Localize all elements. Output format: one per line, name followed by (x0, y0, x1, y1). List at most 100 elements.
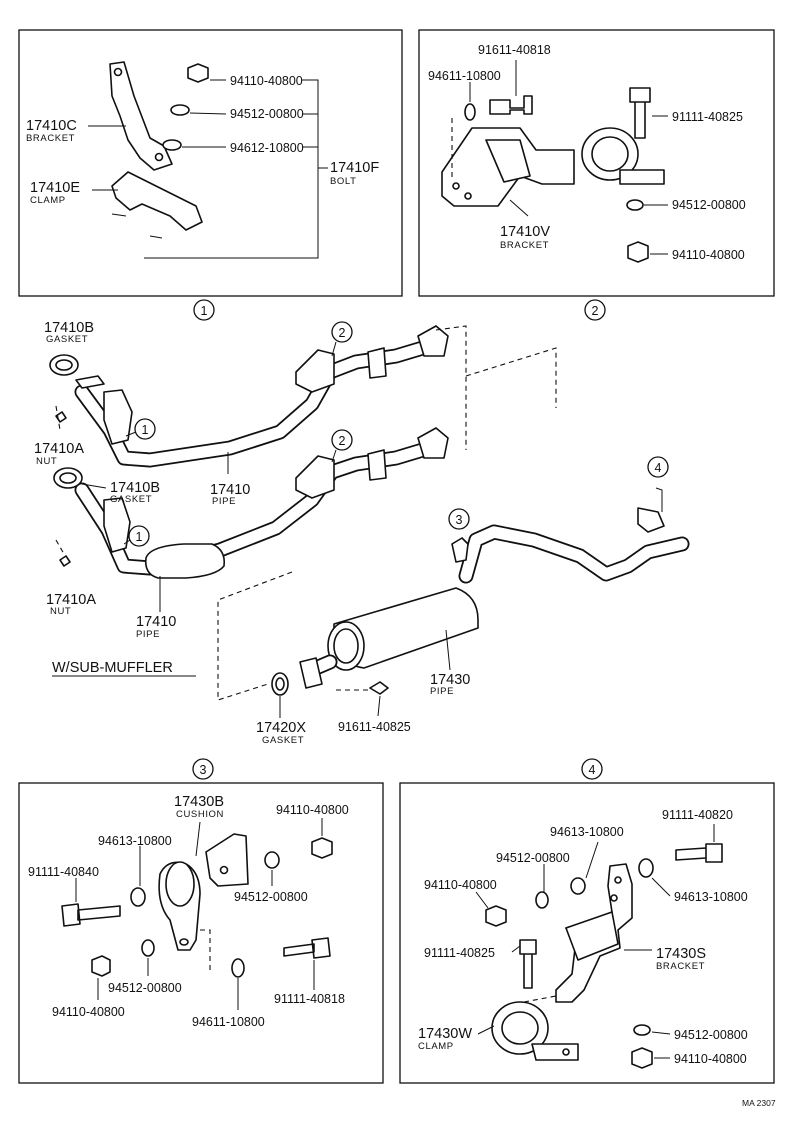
nut-17410a-bottom-drawing (59, 555, 71, 567)
bolt-91111-40820-drawing (675, 843, 723, 863)
label-w-sub-muffler: W/SUB-MUFFLER (52, 660, 173, 676)
label-clamp: CLAMP (30, 195, 66, 206)
figure-code: MA 2307 (742, 1098, 776, 1108)
lock-washer-94512-bottom-drawing (633, 1024, 651, 1036)
nut-drawing (187, 63, 209, 83)
label-94110-40800-3a: 94110-40800 (276, 803, 349, 817)
label-91111-40820: 91111-40820 (662, 808, 733, 822)
label-94512-00800-2: 94512-00800 (672, 198, 746, 212)
label-gasket-mid: GASKET (110, 494, 152, 505)
callout-circle-4 (647, 456, 669, 478)
label-bracket: BRACKET (26, 133, 75, 144)
nut-94110-top-drawing (311, 837, 333, 859)
label-17410a-top: 17410A (34, 441, 84, 457)
bolt-91111-40840-drawing (61, 903, 121, 927)
rear-hanger-drawing (637, 507, 665, 533)
detail-box-4: 4 91111-40820 94613-10800 94 (399, 758, 775, 1084)
callout-2b-label: 2 (339, 434, 346, 448)
label-91111-40840: 91111-40840 (28, 865, 99, 879)
label-bracket-2: BRACKET (500, 240, 549, 251)
catalytic-converter-drawing (144, 543, 226, 579)
label-bracket-4: BRACKET (656, 961, 705, 972)
detail-box-3: 3 17430B CUSHION 94110-40800 94613-10800… (18, 758, 384, 1084)
washer-94613-mid-drawing (570, 877, 586, 895)
label-91611-40825: 91611-40825 (338, 720, 411, 734)
label-94512-00800: 94512-00800 (230, 107, 304, 121)
label-17410-bottom: 17410 (136, 614, 176, 630)
label-cushion: CUSHION (176, 809, 224, 820)
label-94110-40800-2: 94110-40800 (672, 248, 745, 262)
callout-2-label: 2 (592, 304, 599, 318)
callout-4-label: 4 (655, 461, 662, 475)
label-94613-10800-4b: 94613-10800 (674, 890, 748, 904)
bolt-91111-drawing (629, 87, 651, 139)
detail-1-frame (18, 29, 403, 297)
washer-94613-right-drawing (638, 858, 654, 878)
callout-2a-label: 2 (339, 326, 346, 340)
label-17430: 17430 (430, 672, 470, 688)
callout-circle-3 (448, 508, 470, 530)
label-94512-00800-3b: 94512-00800 (108, 981, 182, 995)
label-17430b: 17430B (174, 794, 224, 810)
nut-94110-bottom-drawing (91, 955, 111, 977)
callout-circle-1a (134, 418, 156, 440)
label-nut-bottom: NUT (50, 606, 71, 617)
callout-circle-2a (331, 321, 353, 343)
label-nut-top: NUT (36, 456, 57, 467)
callout-4-detail-label: 4 (589, 763, 596, 777)
bolt-91111-40825-4-drawing (519, 939, 537, 989)
label-94110-40800: 94110-40800 (230, 74, 303, 88)
cushion-bracket-drawing (205, 833, 249, 887)
label-94512-00800-4a: 94512-00800 (496, 851, 570, 865)
label-17420x: 17420X (256, 720, 306, 736)
label-17410v: 17410V (500, 224, 550, 240)
bolt-91111-40818-drawing (283, 937, 331, 959)
callout-1b-label: 1 (136, 530, 143, 544)
label-94613-10800-4a: 94613-10800 (550, 825, 624, 839)
label-17410f: 17410F (330, 160, 379, 176)
label-94613-10800-3: 94613-10800 (98, 834, 172, 848)
label-94110-40800-4a: 94110-40800 (424, 878, 497, 892)
nut-drawing-2 (627, 241, 649, 263)
plate-washer-drawing (162, 139, 182, 151)
nut-94110-left-drawing (485, 905, 507, 927)
label-17410-top: 17410 (210, 482, 250, 498)
label-91611-40818: 91611-40818 (478, 43, 551, 57)
label-91111-40825-4: 91111-40825 (424, 946, 495, 960)
detail-box-2: 91611-40818 94611-10800 91111-40825 1741… (418, 29, 775, 321)
callout-circle-2 (584, 299, 606, 321)
label-pipe-top: PIPE (212, 496, 236, 507)
callout-3-detail-label: 3 (200, 763, 207, 777)
lock-washer-94512-left-drawing (535, 891, 549, 909)
label-94512-00800-4b: 94512-00800 (674, 1028, 748, 1042)
washer-94613-drawing (130, 887, 146, 907)
label-bolt: BOLT (330, 176, 357, 187)
label-94512-00800-3a: 94512-00800 (234, 890, 308, 904)
detail-3-frame (18, 782, 384, 1084)
label-17410e: 17410E (30, 180, 80, 196)
label-94612-10800: 94612-10800 (230, 141, 304, 155)
label-94611-10800: 94611-10800 (428, 69, 501, 83)
callout-1a-label: 1 (142, 423, 149, 437)
detail-box-1: 94110-40800 94512-00800 94612-10800 1741… (18, 29, 403, 321)
callout-3-label: 3 (456, 513, 463, 527)
label-17430s: 17430S (656, 946, 706, 962)
lock-washer-right-drawing (264, 851, 280, 869)
callout-circle-1b (128, 525, 150, 547)
detail-2-frame (418, 29, 775, 297)
washer-94611-bottom-drawing (231, 958, 245, 978)
lock-washer-drawing-2 (626, 199, 644, 211)
label-17410c: 17410C (26, 118, 77, 134)
label-gasket-rear: GASKET (262, 735, 304, 746)
label-17410b-top: 17410B (44, 320, 94, 336)
callout-circle-3-detail (192, 758, 214, 780)
main-exploded-view: 2 1 17410B GASKET 17410A NUT 17410 PIPE … (34, 320, 690, 746)
callout-circle-2b (331, 429, 353, 451)
pipe-top-hanger (295, 349, 335, 393)
bolt-91611-40825-drawing (369, 681, 389, 695)
label-91111-40825: 91111-40825 (672, 110, 743, 124)
label-clamp-4: CLAMP (418, 1041, 454, 1052)
label-17410a-bottom: 17410A (46, 592, 96, 608)
lock-washer-drawing (170, 104, 190, 116)
